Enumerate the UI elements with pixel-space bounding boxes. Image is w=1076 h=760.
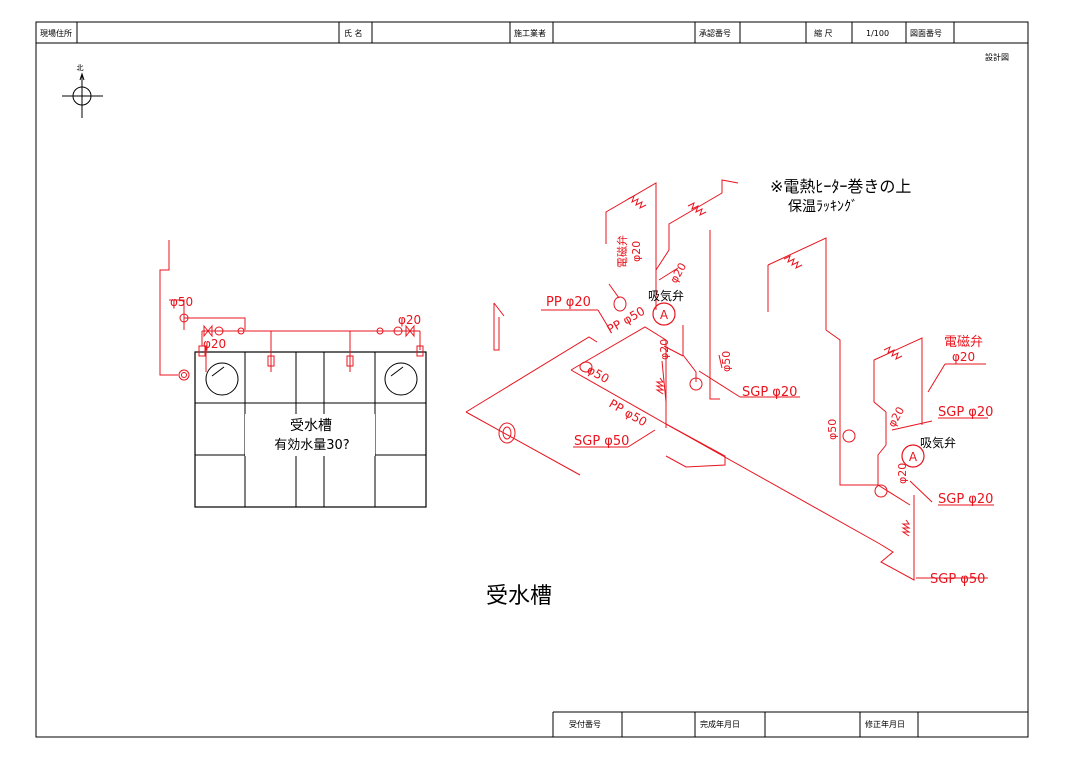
scale-label: 縮 尺 bbox=[814, 28, 833, 38]
north-label: 北 bbox=[77, 64, 84, 72]
solenoid-left-size-label: φ20 bbox=[630, 241, 643, 262]
phi20-a-label: φ20 bbox=[658, 339, 671, 360]
svg-text:A: A bbox=[660, 308, 669, 322]
tank-plan-view: 受水槽 有効水量30? bbox=[194, 351, 427, 508]
approval-number-label: 承認番号 bbox=[699, 28, 731, 38]
tank-outline bbox=[194, 351, 427, 508]
plan-pipe-phi20-left-label: φ20 bbox=[203, 337, 226, 351]
air-valve-icon: A bbox=[652, 302, 676, 326]
phi20-b-label: φ20 bbox=[667, 261, 689, 286]
title-block: 現場住所 氏 名 施工業者 承認番号 縮 尺 1/100 図面番号 設計図 bbox=[36, 22, 1028, 62]
drawing-number-label: 図面番号 bbox=[910, 28, 942, 38]
scale-value: 1/100 bbox=[866, 29, 889, 38]
plan-pipe-phi50-label: φ50 bbox=[170, 295, 193, 309]
pp50-top-label: PP φ50 bbox=[605, 304, 648, 337]
air-valve-center-label: 吸気弁 bbox=[648, 288, 684, 303]
north-arrow-icon: 北 bbox=[62, 64, 103, 118]
phi20-e-label: φ20 bbox=[896, 463, 909, 484]
phi20-d-label: φ20 bbox=[885, 405, 907, 430]
air-valve-right-label: 吸気弁 bbox=[920, 435, 956, 450]
footer-block: 受付番号 完成年月日 修正年月日 bbox=[552, 711, 1028, 737]
capacity-label: 有効水量30? bbox=[274, 438, 349, 453]
sgp20-right-bottom-label: SGP φ20 bbox=[938, 492, 993, 507]
phi50-tank-label: φ50 bbox=[585, 362, 612, 386]
revision-date-label: 修正年月日 bbox=[865, 719, 905, 729]
phi50-riser-label: φ50 bbox=[720, 351, 733, 372]
plan-pipe-phi20-right-label: φ20 bbox=[398, 313, 421, 327]
phi50-right-label: φ50 bbox=[826, 419, 839, 440]
plan-piping: φ50 φ20 φ20 bbox=[159, 240, 424, 381]
heater-note: ※電熱ﾋｰﾀｰ巻きの上 保温ﾗｯｷﾝｸﾞ bbox=[770, 177, 911, 215]
drawing-type-label: 設計図 bbox=[985, 52, 1009, 62]
sgp20-center-label: SGP φ20 bbox=[742, 385, 797, 400]
svg-text:A: A bbox=[909, 450, 918, 464]
solenoid-left-label: 電磁弁 bbox=[615, 235, 629, 268]
receipt-number-label: 受付番号 bbox=[569, 719, 601, 729]
solenoid-right-label: 電磁弁 bbox=[944, 335, 983, 350]
pp50-bottom-label: PP φ50 bbox=[607, 396, 650, 429]
isometric-piping bbox=[465, 179, 994, 581]
completion-date-label: 完成年月日 bbox=[700, 719, 740, 729]
isometric-labels: PP φ20 PP φ50 φ50 PP φ50 SGP φ50 SGP φ20… bbox=[546, 235, 993, 587]
name-label: 氏 名 bbox=[344, 28, 363, 38]
tank-label: 受水槽 bbox=[290, 418, 332, 434]
sheet-border bbox=[35, 21, 1029, 738]
solenoid-right-size-label: φ20 bbox=[952, 350, 975, 364]
note-line-1: ※電熱ﾋｰﾀｰ巻きの上 bbox=[770, 177, 911, 196]
contractor-label: 施工業者 bbox=[514, 28, 546, 38]
drawing-title: 受水槽 bbox=[486, 584, 552, 609]
sgp20-right-top-label: SGP φ20 bbox=[938, 405, 993, 420]
air-valve-icon: A bbox=[901, 444, 925, 468]
pp20-label: PP φ20 bbox=[546, 295, 591, 310]
note-line-2: 保温ﾗｯｷﾝｸﾞ bbox=[788, 199, 858, 215]
sgp50-label: SGP φ50 bbox=[574, 434, 629, 449]
site-address-label: 現場住所 bbox=[40, 28, 72, 38]
sgp50-right-label: SGP φ50 bbox=[930, 572, 985, 587]
